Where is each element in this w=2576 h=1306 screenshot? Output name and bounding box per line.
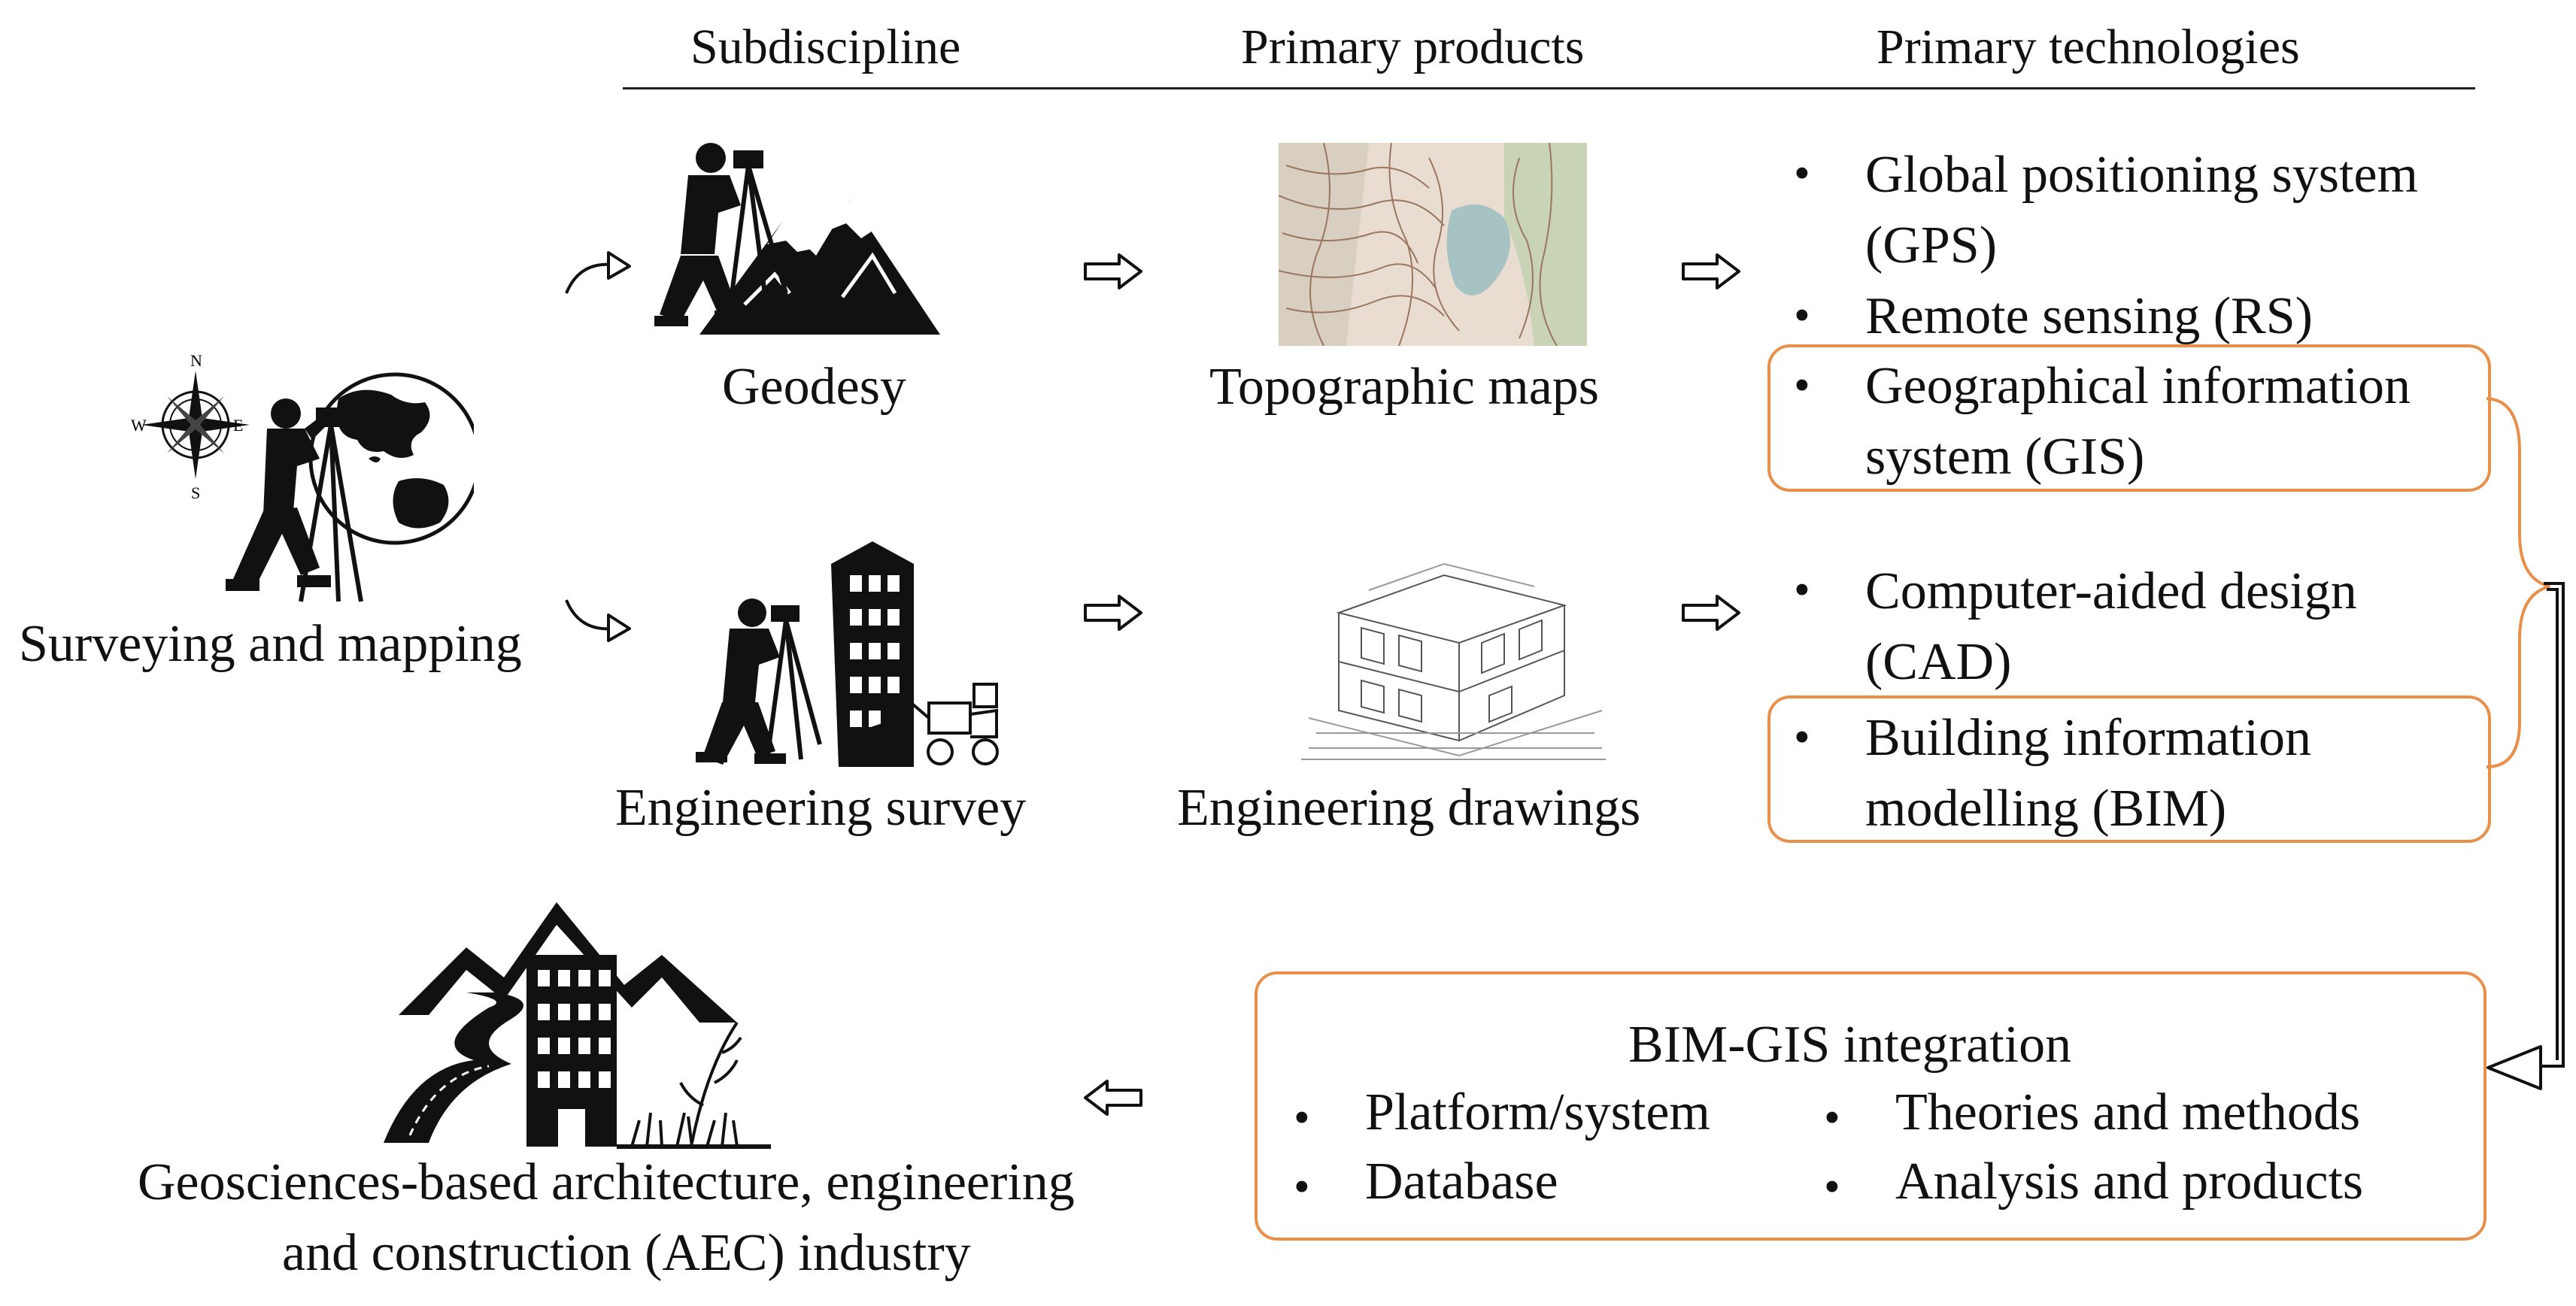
bullet-bim: • xyxy=(1794,712,1810,763)
tech-bim-line1: Building information xyxy=(1865,709,2312,767)
arrow-left-icon xyxy=(1083,1079,1143,1117)
bullet-gis: • xyxy=(1794,360,1810,411)
surveying-illustration: N S E W xyxy=(113,353,474,609)
tech-rs: Remote sensing (RS) xyxy=(1865,287,2313,345)
topographic-map-image xyxy=(1279,143,1587,346)
svg-text:N: N xyxy=(190,353,202,370)
surveyor-icon xyxy=(654,143,788,326)
svg-text:W: W xyxy=(131,416,147,435)
aec-label-line1: Geosciences-based architecture, engineer… xyxy=(138,1153,1075,1211)
integration-item-database: Database xyxy=(1365,1153,1558,1211)
tech-cad-line1: Computer-aided design xyxy=(1865,562,2357,620)
geodesy-illustration xyxy=(654,132,940,342)
tech-bim-line2: modelling (BIM) xyxy=(1865,780,2227,838)
bullet-gps: • xyxy=(1794,148,1810,199)
engineering-survey-label: Engineering survey xyxy=(615,779,1027,837)
building-icon xyxy=(526,955,617,1147)
curved-arrow-up-icon xyxy=(560,248,636,301)
aec-illustration xyxy=(384,895,775,1150)
surveyor-icon xyxy=(226,398,363,602)
header-subdiscipline: Subdiscipline xyxy=(690,20,961,74)
tech-gps-line2: (GPS) xyxy=(1865,217,1998,274)
integration-item-platform: Platform/system xyxy=(1365,1083,1710,1141)
house-drawing-image xyxy=(1294,560,1610,763)
engineering-survey-illustration xyxy=(681,541,1008,767)
bullet-cad: • xyxy=(1794,565,1810,616)
bullet-analysis: • xyxy=(1824,1162,1840,1213)
tech-cad-line2: (CAD) xyxy=(1865,633,2012,691)
bim-highlight-box xyxy=(1767,695,2491,843)
root-label: Surveying and mapping xyxy=(19,615,522,673)
arrow-right-icon xyxy=(1681,253,1741,290)
bullet-theories: • xyxy=(1824,1092,1840,1144)
mountains-icon xyxy=(399,902,737,1023)
gis-highlight-box xyxy=(1767,344,2491,492)
road-icon xyxy=(384,992,523,1143)
svg-text:E: E xyxy=(233,416,243,435)
header-primary-technologies: Primary technologies xyxy=(1877,20,2300,74)
arrow-right-icon xyxy=(1083,594,1143,632)
geodesy-label: Geodesy xyxy=(722,358,906,416)
header-primary-products: Primary products xyxy=(1241,20,1585,74)
bim-gis-integration-box xyxy=(1255,971,2486,1241)
surveyor-icon xyxy=(696,598,822,765)
bullet-database: • xyxy=(1294,1162,1310,1213)
tech-gis-line1: Geographical information xyxy=(1865,357,2411,415)
brace-and-down-arrow xyxy=(2474,391,2565,1128)
excavator-icon xyxy=(866,683,999,765)
svg-text:S: S xyxy=(191,483,200,502)
aec-label-line2: and construction (AEC) industry xyxy=(282,1224,971,1282)
arrow-right-icon xyxy=(1681,594,1741,632)
engineering-drawings-label: Engineering drawings xyxy=(1177,779,1641,837)
tech-gps-line1: Global positioning system xyxy=(1865,146,2418,204)
integration-title: BIM-GIS integration xyxy=(1628,1016,2072,1074)
header-rule xyxy=(623,87,2475,89)
building-icon xyxy=(831,541,914,767)
curved-arrow-down-icon xyxy=(560,594,636,647)
compass-rose-icon: N S E W xyxy=(131,353,250,502)
topographic-maps-label: Topographic maps xyxy=(1209,358,1600,416)
arrow-right-icon xyxy=(1083,253,1143,290)
integration-item-analysis: Analysis and products xyxy=(1895,1153,2364,1211)
grass-icon xyxy=(617,1021,771,1149)
integration-item-theories: Theories and methods xyxy=(1895,1083,2361,1141)
bullet-platform: • xyxy=(1294,1092,1310,1144)
tech-gis-line2: system (GIS) xyxy=(1865,428,2145,486)
bullet-rs: • xyxy=(1794,290,1810,341)
